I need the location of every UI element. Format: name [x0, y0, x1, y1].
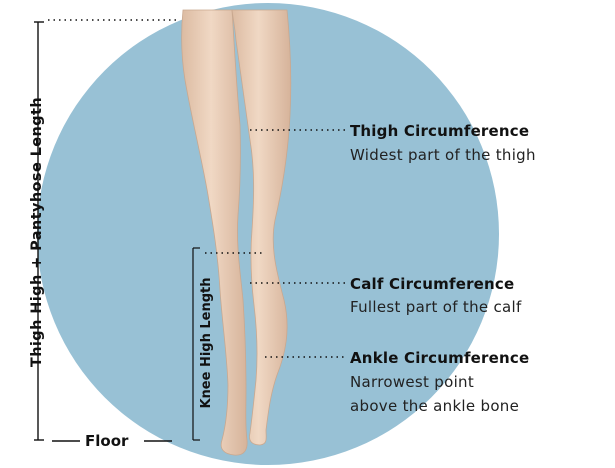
thigh-high-length-label: Thigh High + Pantyhose Length	[29, 92, 49, 372]
ankle-circumference-desc-line-1: Narrowest point	[350, 373, 474, 391]
calf-circumference-desc: Fullest part of the calf	[350, 298, 522, 316]
floor-label: Floor	[85, 432, 128, 450]
thigh-circumference-title: Thigh Circumference	[350, 122, 529, 140]
calf-circumference-title: Calf Circumference	[350, 275, 514, 293]
knee-high-length-label: Knee High Length	[199, 268, 217, 418]
ankle-circumference-title: Ankle Circumference	[350, 349, 529, 367]
ankle-circumference-desc-line-2: above the ankle bone	[350, 397, 519, 415]
thigh-circumference-desc: Widest part of the thigh	[350, 146, 536, 164]
